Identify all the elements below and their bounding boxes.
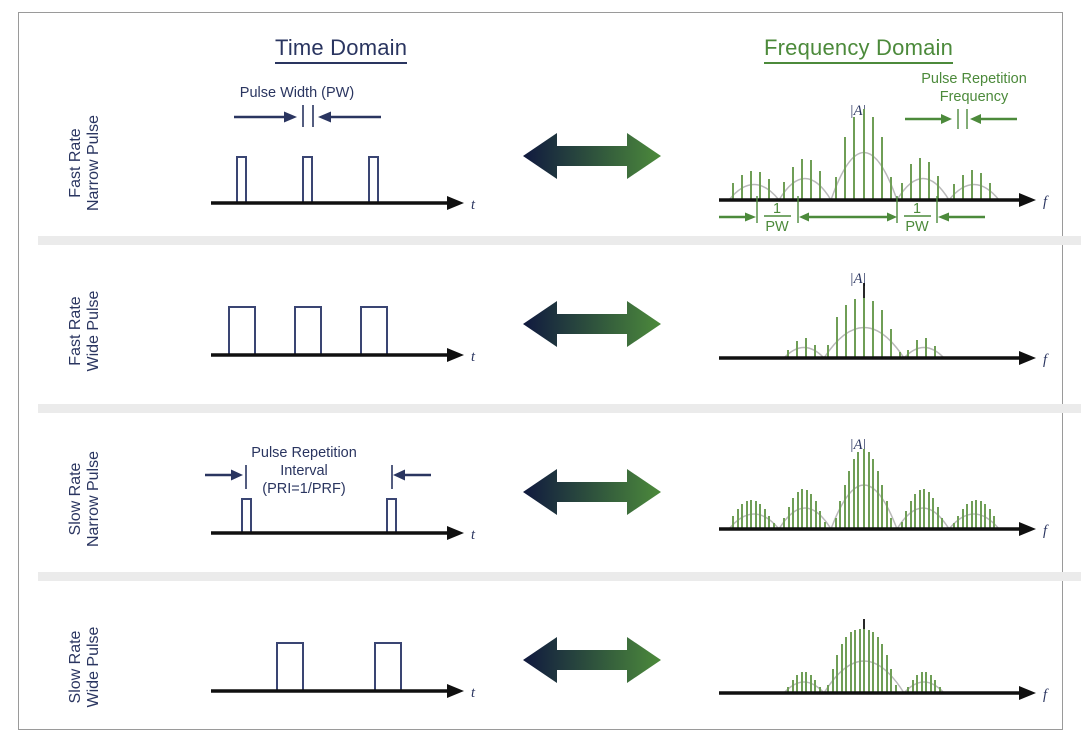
row-label-2-line2: Wide Pulse (85, 290, 102, 372)
freq-plot-row2: |A| f (719, 271, 1049, 368)
amplitude-axis-label-row2: |A| (850, 271, 867, 287)
time-plot-row4: t (211, 642, 476, 701)
freq-axis-label-row2: f (1043, 352, 1049, 368)
row-separator-1 (38, 236, 1081, 245)
time-plot-row2: t (211, 306, 476, 365)
freq-axis-label-row1: f (1043, 194, 1049, 210)
amplitude-axis-label-row3: |A| (850, 437, 867, 453)
time-axis-label-row4: t (471, 685, 476, 701)
time-axis-label-row3: t (471, 527, 476, 543)
transform-arrow-row1 (523, 133, 661, 179)
freq-plot-row3: |A| (719, 437, 1049, 539)
prf-arrows-row1 (905, 109, 1017, 129)
time-annotation-row3-line2: Interval (280, 463, 328, 479)
time-annotation-row1: Pulse Width (PW) (240, 85, 354, 101)
time-axis-label-row2: t (471, 349, 476, 365)
freq-sub-label-1b: PW (765, 219, 789, 235)
row-label-4-line2: Wide Pulse (85, 626, 102, 708)
time-plot-row1: Pulse Width (PW) t (211, 85, 476, 213)
row-label-4-line1: Slow Rate (67, 630, 84, 704)
diagram-frame: Time Domain Frequency Domain Fast Rate N… (18, 12, 1081, 730)
row-label-3-line1: Slow Rate (67, 462, 84, 536)
transform-arrow-row3 (523, 469, 661, 515)
pulse-width-arrows-row1 (234, 105, 381, 127)
row-label-2-line1: Fast Rate (67, 296, 84, 366)
transform-arrow-row2 (523, 301, 661, 347)
freq-axis-label-row3: f (1043, 523, 1049, 539)
freq-plot-row1: Pulse Repetition Frequency |A| (719, 71, 1049, 235)
row-separator-3 (38, 572, 1081, 581)
freq-sub-label-2a: 1 (913, 201, 921, 217)
bandwidth-markers-row1: 1 PW 1 PW (719, 196, 985, 235)
spectral-lines-row2 (787, 298, 936, 358)
header-time-domain: Time Domain (275, 35, 408, 64)
freq-sub-label-1a: 1 (773, 201, 781, 217)
time-annotation-row3-line3: (PRI=1/PRF) (262, 481, 345, 497)
time-axis-label-row1: t (471, 197, 476, 213)
spectral-lines-row1 (732, 109, 991, 200)
row-label-1-line1: Fast Rate (67, 128, 84, 198)
transform-arrow-row4 (523, 637, 661, 683)
time-annotation-row3-line1: Pulse Repetition (251, 445, 357, 461)
freq-annotation-row1-line2: Frequency (940, 89, 1009, 105)
freq-sub-label-2b: PW (905, 219, 929, 235)
freq-axis-label-row4: f (1043, 687, 1049, 703)
row-separator-2 (38, 404, 1081, 413)
pri-arrows-row3 (205, 465, 431, 489)
freq-annotation-row1-line1: Pulse Repetition (921, 71, 1027, 87)
freq-plot-row4: f (719, 619, 1049, 703)
amplitude-axis-label-row1: |A| (850, 103, 867, 119)
row-label-3-line2: Narrow Pulse (85, 450, 102, 548)
row-label-1-line2: Narrow Pulse (85, 114, 102, 212)
header-frequency-domain: Frequency Domain (764, 35, 954, 64)
spectral-lines-row3 (732, 449, 995, 529)
time-plot-row3: Pulse Repetition Interval (PRI=1/PRF) t (205, 445, 476, 543)
spectral-lines-row4 (787, 629, 941, 693)
